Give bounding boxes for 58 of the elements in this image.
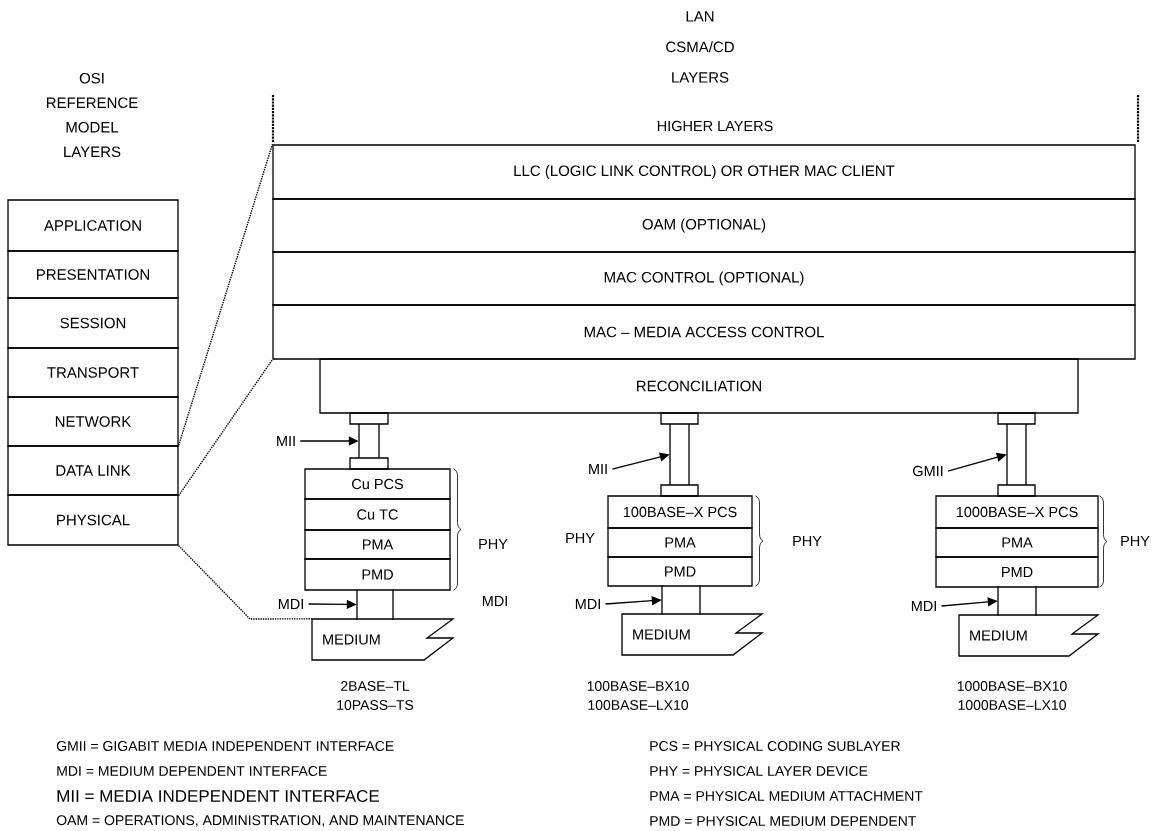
definition-text: OAM = OPERATIONS, ADMINISTRATION, AND MAINTENANCE (56, 815, 464, 827)
interface-label: MDI (278, 599, 303, 609)
interface-connector (660, 412, 699, 497)
interface-connector (661, 585, 701, 615)
definition-text: MDI = MEDIUM DEPENDENT INTERFACE (57, 766, 327, 776)
interface-label: MDI (911, 601, 936, 611)
mapping-line (177, 544, 313, 620)
phy-label: PHY (566, 533, 595, 543)
sublayer-box: Cu TC (304, 498, 451, 531)
definition-text: PHY = PHYSICAL LAYER DEVICE (650, 766, 868, 776)
heading: LAN CSMA/CD LAYERS (666, 11, 734, 83)
definition-text: MII = MEDIA INDEPENDENT INTERFACE (57, 790, 379, 803)
protocol-layer-box: MAC – MEDIA ACCESS CONTROL (272, 304, 1136, 360)
interface-label: MII (589, 464, 607, 474)
mapping-line (177, 358, 274, 497)
protocol-layer-box: OAM (OPTIONAL) (272, 198, 1136, 253)
standard-name: 1000BASE–BX10 (957, 681, 1067, 691)
phy-label: PHY (793, 536, 822, 546)
definition-text: GMII = GIGABIT MEDIA INDEPENDENT INTERFACE (56, 741, 394, 751)
sublayer-box: PMD (935, 556, 1099, 588)
sublayer-box: Cu PCS (304, 468, 451, 500)
definition-text: PMA = PHYSICAL MEDIUM ATTACHMENT (650, 791, 923, 801)
sublayer-box: 1000BASE–X PCS (935, 495, 1099, 529)
osi-layer-box: DATA LINK (7, 445, 179, 496)
interface-label: MDI (482, 596, 507, 606)
osi-layer-box: PHYSICAL (7, 494, 179, 546)
standard-name: 2BASE–TL (341, 681, 410, 691)
sublayer-box: PMD (304, 558, 451, 591)
interface-connector (997, 586, 1037, 616)
osi-layer-box: PRESENTATION (7, 250, 179, 299)
definition-text: PMD = PHYSICAL MEDIUM DEPENDENT (650, 816, 917, 826)
protocol-layer-box: LLC (LOGIC LINK CONTROL) OR OTHER MAC CLIENT (272, 144, 1136, 200)
standard-name: 10PASS–TS (337, 700, 414, 710)
phy-label: PHY (1121, 536, 1150, 546)
sublayer-box: PMA (304, 529, 451, 560)
definition-text: PCS = PHYSICAL CODING SUBLAYER (650, 741, 900, 751)
heading: OSI REFERENCE MODEL LAYERS (46, 72, 138, 158)
standard-name: 100BASE–BX10 (587, 681, 689, 691)
interface-connector (356, 589, 394, 620)
protocol-layer-box: MAC CONTROL (OPTIONAL) (272, 251, 1136, 306)
interface-label: MDI (575, 599, 600, 609)
osi-layer-box: SESSION (7, 297, 179, 349)
sublayer-box: PMA (607, 527, 753, 558)
interface-label: MII (277, 436, 295, 446)
interface-connector (997, 412, 1036, 497)
sublayer-box: PMA (935, 527, 1099, 558)
phy-label: PHY (479, 539, 508, 549)
osi-layer-box: APPLICATION (7, 199, 179, 252)
mapping-line (177, 143, 274, 447)
interface-label: GMII (913, 465, 943, 477)
protocol-layer-box: RECONCILIATION (319, 358, 1079, 414)
sublayer-box: 100BASE–X PCS (607, 495, 753, 529)
sublayer-box: PMD (607, 556, 753, 587)
interface-connector (349, 412, 389, 470)
standard-name: 100BASE–LX10 (588, 700, 689, 710)
standard-name: 1000BASE–LX10 (958, 700, 1066, 710)
osi-layer-box: TRANSPORT (7, 347, 179, 398)
osi-layer-box: NETWORK (7, 396, 179, 447)
